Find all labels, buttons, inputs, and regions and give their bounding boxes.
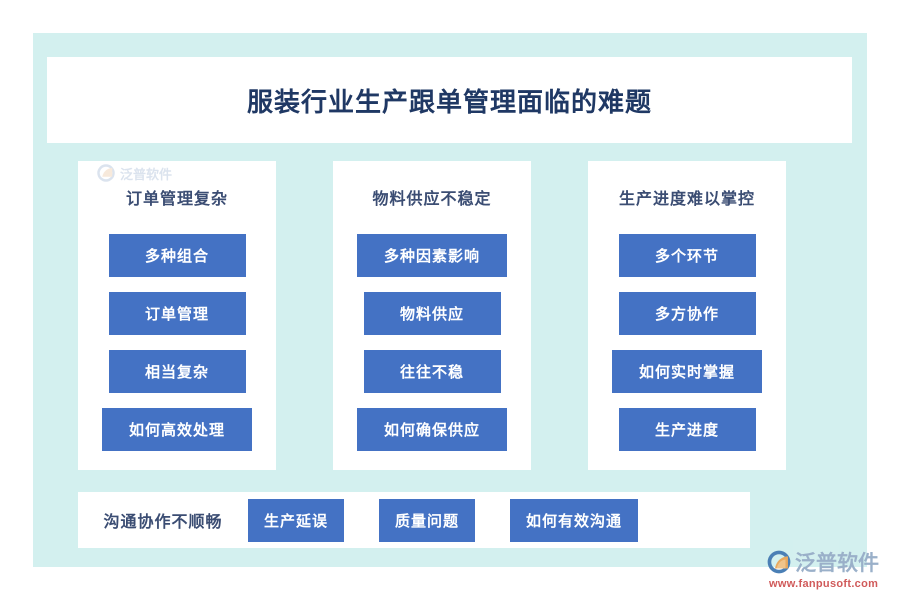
chip-list-3: 多个环节 多方协作 如何实时掌握 生产进度 [588, 234, 786, 466]
column-header-3: 生产进度难以掌控 [618, 191, 755, 208]
logo-backdrop [793, 540, 839, 560]
chip-item[interactable]: 生产进度 [618, 408, 756, 451]
chip-list-2: 多种因素影响 物料供应 往往不稳 如何确保供应 [333, 234, 531, 466]
chip-item[interactable]: 多个环节 [618, 234, 756, 277]
chip-item[interactable]: 如何确保供应 [357, 408, 507, 451]
brand-logo-name: 泛普软件 [795, 552, 879, 575]
chip-item[interactable]: 相当复杂 [108, 350, 246, 393]
column-header-2: 物料供应不稳定 [372, 191, 492, 208]
column-header-1: 订单管理复杂 [125, 191, 228, 208]
brand-logo-url: www.fanpusoft.com [769, 578, 879, 590]
chip-item[interactable]: 多种因素影响 [357, 234, 507, 277]
chip-item[interactable]: 如何有效沟通 [510, 498, 639, 542]
chip-item[interactable]: 如何实时掌握 [612, 350, 762, 393]
brand-logo: 泛普软件 www.fanpusoft.com [766, 547, 879, 590]
chip-item[interactable]: 如何高效处理 [102, 408, 252, 451]
chip-item[interactable]: 生产延误 [248, 498, 345, 542]
chip-list-1: 多种组合 订单管理 相当复杂 如何高效处理 [78, 234, 276, 466]
chip-item[interactable]: 多种组合 [108, 234, 246, 277]
brand-logo-row: 泛普软件 [766, 547, 879, 577]
bottom-bar: 沟通协作不顺畅 生产延误 质量问题 如何有效沟通 [78, 492, 750, 548]
fanpu-logo-icon [767, 550, 791, 574]
column-card-2: 物料供应不稳定 多种因素影响 物料供应 往往不稳 如何确保供应 [333, 161, 531, 470]
chip-item[interactable]: 质量问题 [379, 498, 476, 542]
bottom-label: 沟通协作不顺畅 [103, 514, 223, 531]
chip-item[interactable]: 物料供应 [363, 292, 501, 335]
page-title: 服装行业生产跟单管理面临的难题 [246, 86, 652, 117]
column-card-3: 生产进度难以掌控 多个环节 多方协作 如何实时掌握 生产进度 [588, 161, 786, 470]
chip-item[interactable]: 订单管理 [108, 292, 246, 335]
chip-item[interactable]: 往往不稳 [363, 350, 501, 393]
column-card-1: 订单管理复杂 多种组合 订单管理 相当复杂 如何高效处理 [78, 161, 276, 470]
title-card: 服装行业生产跟单管理面临的难题 [47, 57, 852, 143]
chip-item[interactable]: 多方协作 [618, 292, 756, 335]
